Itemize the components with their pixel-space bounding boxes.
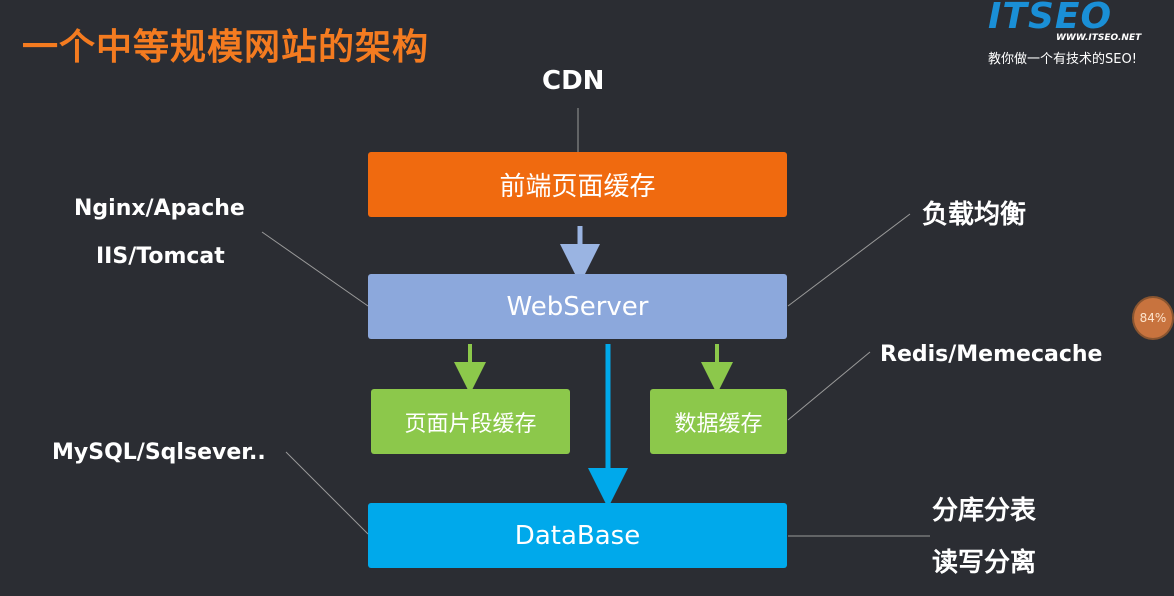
logo-slogan: 教你做一个有技术的SEO! xyxy=(988,52,1137,67)
frontend-cache-box: 前端页面缓存 xyxy=(368,152,787,217)
mysql-sqlserver-label: MySQL/Sqlsever.. xyxy=(52,440,266,465)
logo-wordmark: ITSEO xyxy=(988,0,1113,37)
read-write-split-label: 读写分离 xyxy=(932,548,1037,578)
webserver-box: WebServer xyxy=(368,274,787,339)
load-balance-connector xyxy=(787,213,911,307)
mysql-connector xyxy=(285,451,369,535)
iis-tomcat-label: IIS/Tomcat xyxy=(96,244,225,269)
nginx-apache-label: Nginx/Apache xyxy=(74,196,245,221)
data-cache-box: 数据缓存 xyxy=(650,389,787,454)
sharding-label: 分库分表 xyxy=(932,496,1037,526)
itseo-logo: ITSEO WWW.ITSEO.NET 教你做一个有技术的SEO! xyxy=(988,0,1174,70)
load-balance-label: 负载均衡 xyxy=(922,200,1027,230)
progress-badge[interactable]: 84% xyxy=(1132,296,1174,340)
redis-connector xyxy=(787,351,871,421)
cdn-label: CDN xyxy=(542,66,605,96)
nginx-connector xyxy=(261,231,369,307)
database-box: DataBase xyxy=(368,503,787,568)
logo-url: WWW.ITSEO.NET xyxy=(1056,33,1142,43)
redis-memecache-label: Redis/Memecache xyxy=(880,342,1103,367)
page-title: 一个中等规模网站的架构 xyxy=(22,27,430,68)
fragment-cache-box: 页面片段缓存 xyxy=(371,389,570,454)
